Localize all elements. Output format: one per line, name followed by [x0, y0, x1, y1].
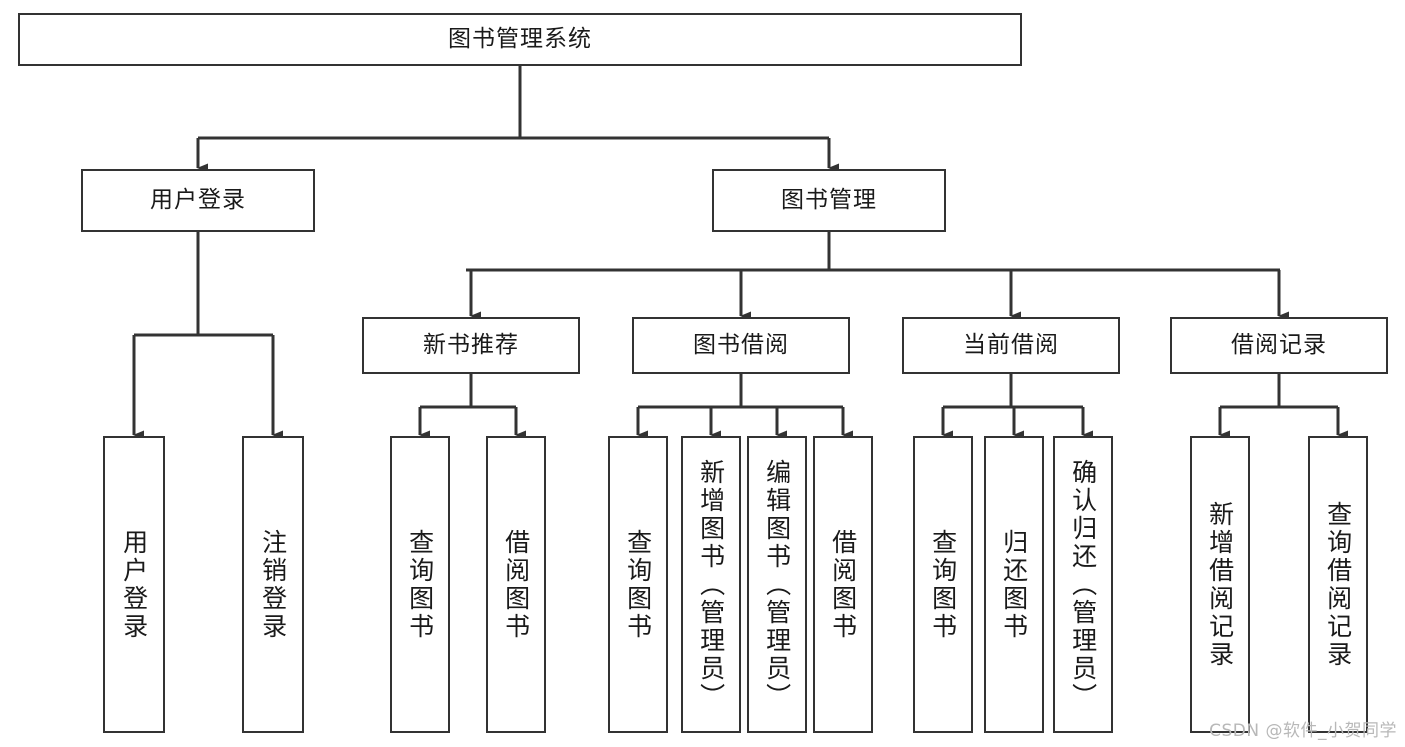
node-leaf-query-book-1[interactable]: 查询图书 — [390, 436, 450, 733]
node-label: 查询图书 — [928, 528, 958, 641]
node-label: 注销登录 — [258, 528, 288, 641]
node-label: 图书管理系统 — [448, 25, 592, 52]
node-label: 当前借阅 — [963, 331, 1059, 358]
node-label: 确认归还（管理员） — [1068, 458, 1098, 711]
node-leaf-query-book-2[interactable]: 查询图书 — [608, 436, 668, 733]
node-new-book-recommend[interactable]: 新书推荐 — [362, 317, 580, 374]
node-label: 借阅图书 — [501, 528, 531, 641]
node-leaf-user-login[interactable]: 用户登录 — [103, 436, 165, 733]
edges-group — [132, 66, 1348, 440]
node-current-borrow[interactable]: 当前借阅 — [902, 317, 1120, 374]
node-label: 图书借阅 — [693, 331, 789, 358]
node-borrow-record[interactable]: 借阅记录 — [1170, 317, 1388, 374]
node-label: 用户登录 — [150, 186, 246, 213]
node-leaf-logout-login[interactable]: 注销登录 — [242, 436, 304, 733]
node-label: 图书管理 — [781, 186, 877, 213]
node-book-borrow[interactable]: 图书借阅 — [632, 317, 850, 374]
node-leaf-confirm-return[interactable]: 确认归还（管理员） — [1053, 436, 1113, 733]
node-label: 用户登录 — [119, 528, 149, 641]
node-label: 归还图书 — [999, 528, 1029, 641]
node-leaf-add-record[interactable]: 新增借阅记录 — [1190, 436, 1250, 733]
node-leaf-query-record[interactable]: 查询借阅记录 — [1308, 436, 1368, 733]
node-book-management[interactable]: 图书管理 — [712, 169, 946, 232]
node-leaf-borrow-book-2[interactable]: 借阅图书 — [813, 436, 873, 733]
node-label: 新增图书（管理员） — [696, 458, 726, 711]
node-label: 查询图书 — [405, 528, 435, 641]
node-label: 新增借阅记录 — [1205, 500, 1235, 669]
node-leaf-borrow-book-1[interactable]: 借阅图书 — [486, 436, 546, 733]
node-leaf-query-book-3[interactable]: 查询图书 — [913, 436, 973, 733]
node-leaf-add-book[interactable]: 新增图书（管理员） — [681, 436, 741, 733]
node-label: 借阅图书 — [828, 528, 858, 641]
node-leaf-edit-book[interactable]: 编辑图书（管理员） — [747, 436, 807, 733]
node-label: 编辑图书（管理员） — [762, 458, 792, 711]
node-label: 借阅记录 — [1231, 331, 1327, 358]
node-label: 查询借阅记录 — [1323, 500, 1353, 669]
node-user-login[interactable]: 用户登录 — [81, 169, 315, 232]
node-label: 新书推荐 — [423, 331, 519, 358]
node-leaf-return-book[interactable]: 归还图书 — [984, 436, 1044, 733]
node-label: 查询图书 — [623, 528, 653, 641]
node-root[interactable]: 图书管理系统 — [18, 13, 1022, 66]
